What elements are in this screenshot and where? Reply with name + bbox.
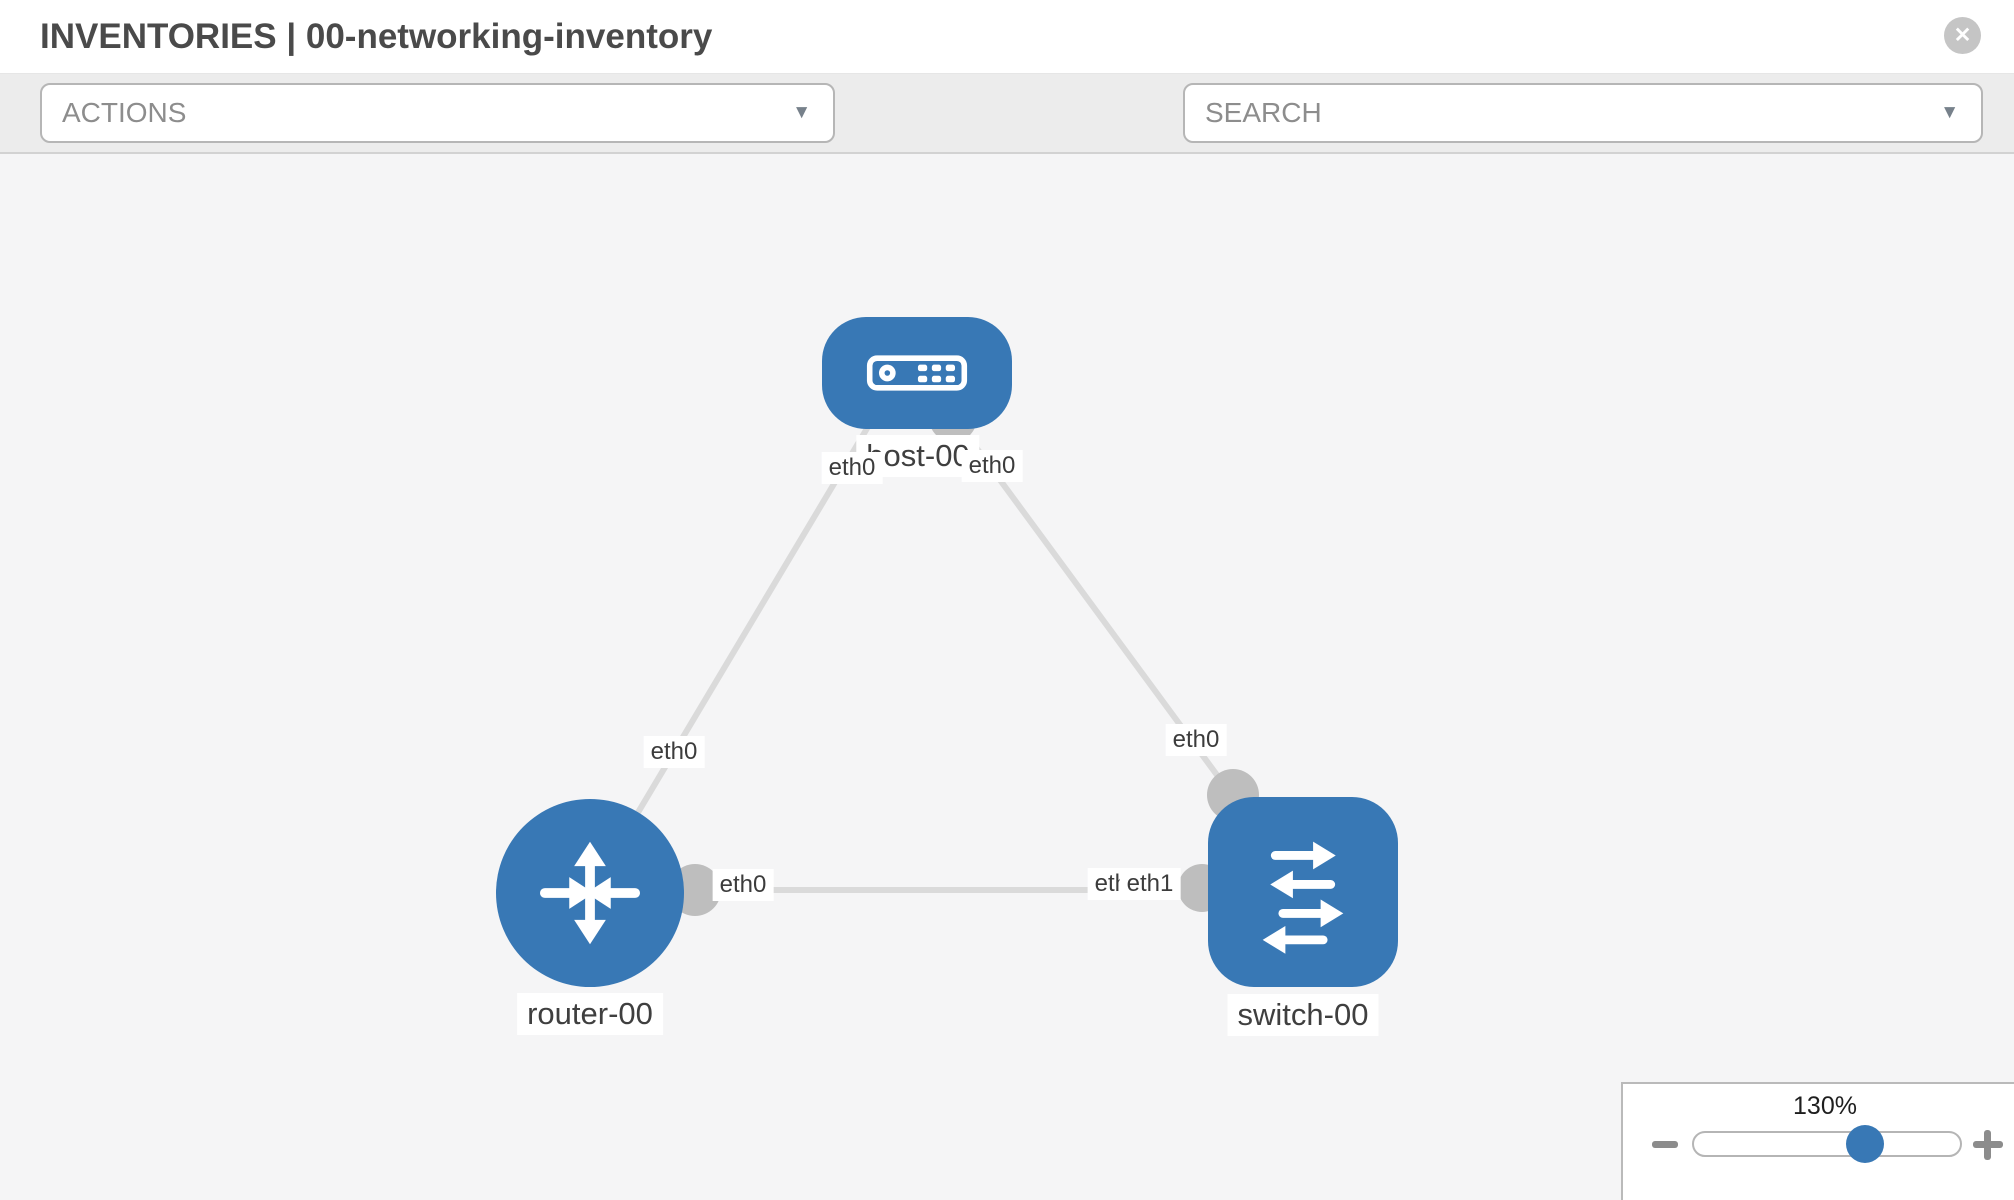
close-icon: ✕ <box>1953 24 1972 47</box>
host-icon <box>866 355 968 391</box>
node-host[interactable] <box>822 317 1012 429</box>
interface-label-switch-eth0-top: eth0 <box>1165 724 1227 756</box>
close-button[interactable]: ✕ <box>1944 17 1981 54</box>
interface-label-host-eth0-left: eth0 <box>821 452 883 484</box>
zoom-slider-track[interactable] <box>1692 1131 1962 1157</box>
actions-select[interactable]: ACTIONS ▼ <box>40 83 835 143</box>
minus-icon <box>1652 1141 1678 1148</box>
zoom-out-button[interactable] <box>1642 1122 1686 1166</box>
node-label-router: router-00 <box>517 993 663 1035</box>
node-label-switch: switch-00 <box>1227 994 1379 1036</box>
zoom-value: 130% <box>1793 1092 1857 1120</box>
node-router[interactable] <box>496 799 684 987</box>
switch-icon <box>1262 841 1344 954</box>
router-icon <box>539 841 641 945</box>
zoom-in-button[interactable] <box>1965 1122 2009 1166</box>
header: INVENTORIES | 00-networking-inventory ✕ <box>0 0 2014 74</box>
chevron-down-icon: ▼ <box>1940 102 1959 123</box>
zoom-panel: 130% <box>1621 1082 2014 1200</box>
node-switch[interactable] <box>1208 797 1398 987</box>
search-select-label: SEARCH <box>1205 97 1322 128</box>
interface-label-host-eth0-right: eth0 <box>961 450 1023 482</box>
actions-select-label: ACTIONS <box>62 97 187 128</box>
toolbar: ACTIONS ▼ SEARCH ▼ <box>0 74 2014 154</box>
interface-label-router-eth0-top: eth0 <box>643 736 705 768</box>
page-title: INVENTORIES | 00-networking-inventory <box>40 17 713 56</box>
zoom-slider-thumb[interactable] <box>1846 1125 1884 1163</box>
search-select[interactable]: SEARCH ▼ <box>1183 83 1983 143</box>
chevron-down-icon: ▼ <box>792 102 811 123</box>
interface-label-router-eth0-right: eth0 <box>712 869 774 901</box>
interface-label-switch-eth1-left: eth1 <box>1119 868 1181 900</box>
